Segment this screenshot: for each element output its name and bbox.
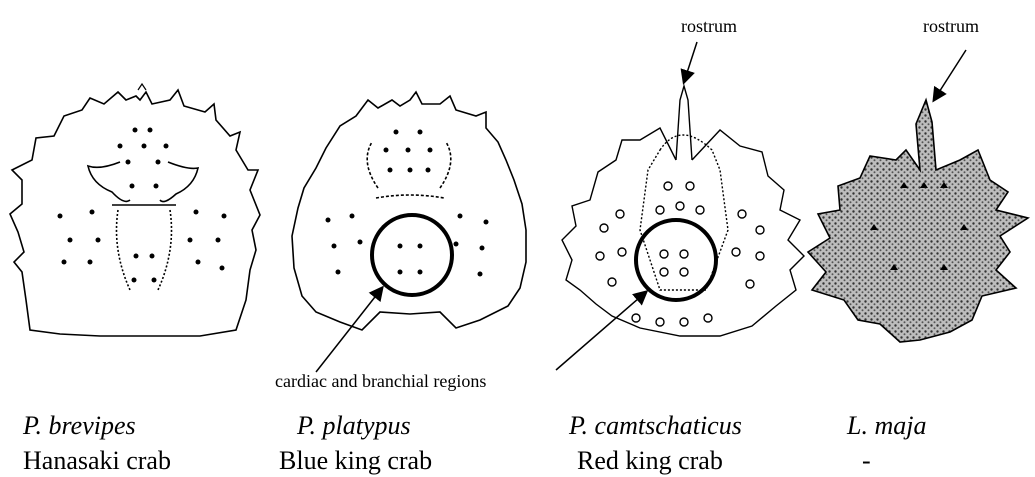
common-name-1: Hanasaki crab bbox=[23, 448, 171, 474]
rostrum-arrow-2 bbox=[934, 50, 966, 100]
carapace-maja bbox=[808, 100, 1028, 342]
species-name-4: L. maja bbox=[847, 413, 926, 439]
species-name-3: P. camtschaticus bbox=[569, 413, 742, 439]
common-name-3: Red king crab bbox=[577, 448, 723, 474]
carapace-camtschaticus-spines bbox=[596, 182, 764, 326]
rostrum-arrow-1 bbox=[684, 42, 697, 82]
species-name-2: P. platypus bbox=[297, 413, 411, 439]
species-name-1: P. brevipes bbox=[23, 413, 136, 439]
highlight-circle-camtschaticus bbox=[636, 220, 716, 300]
rostrum-label-1: rostrum bbox=[681, 17, 737, 35]
rostrum-label-2: rostrum bbox=[923, 17, 979, 35]
carapace-platypus-spines bbox=[326, 130, 489, 277]
cardiac-arrow-2 bbox=[556, 292, 646, 370]
cardiac-arrow-1 bbox=[316, 288, 382, 372]
cardiac-branchial-label: cardiac and branchial regions bbox=[275, 372, 486, 390]
common-name-2: Blue king crab bbox=[279, 448, 432, 474]
carapace-brevipes bbox=[10, 84, 260, 336]
common-name-4: - bbox=[862, 448, 871, 474]
highlight-circle-platypus bbox=[372, 215, 452, 295]
